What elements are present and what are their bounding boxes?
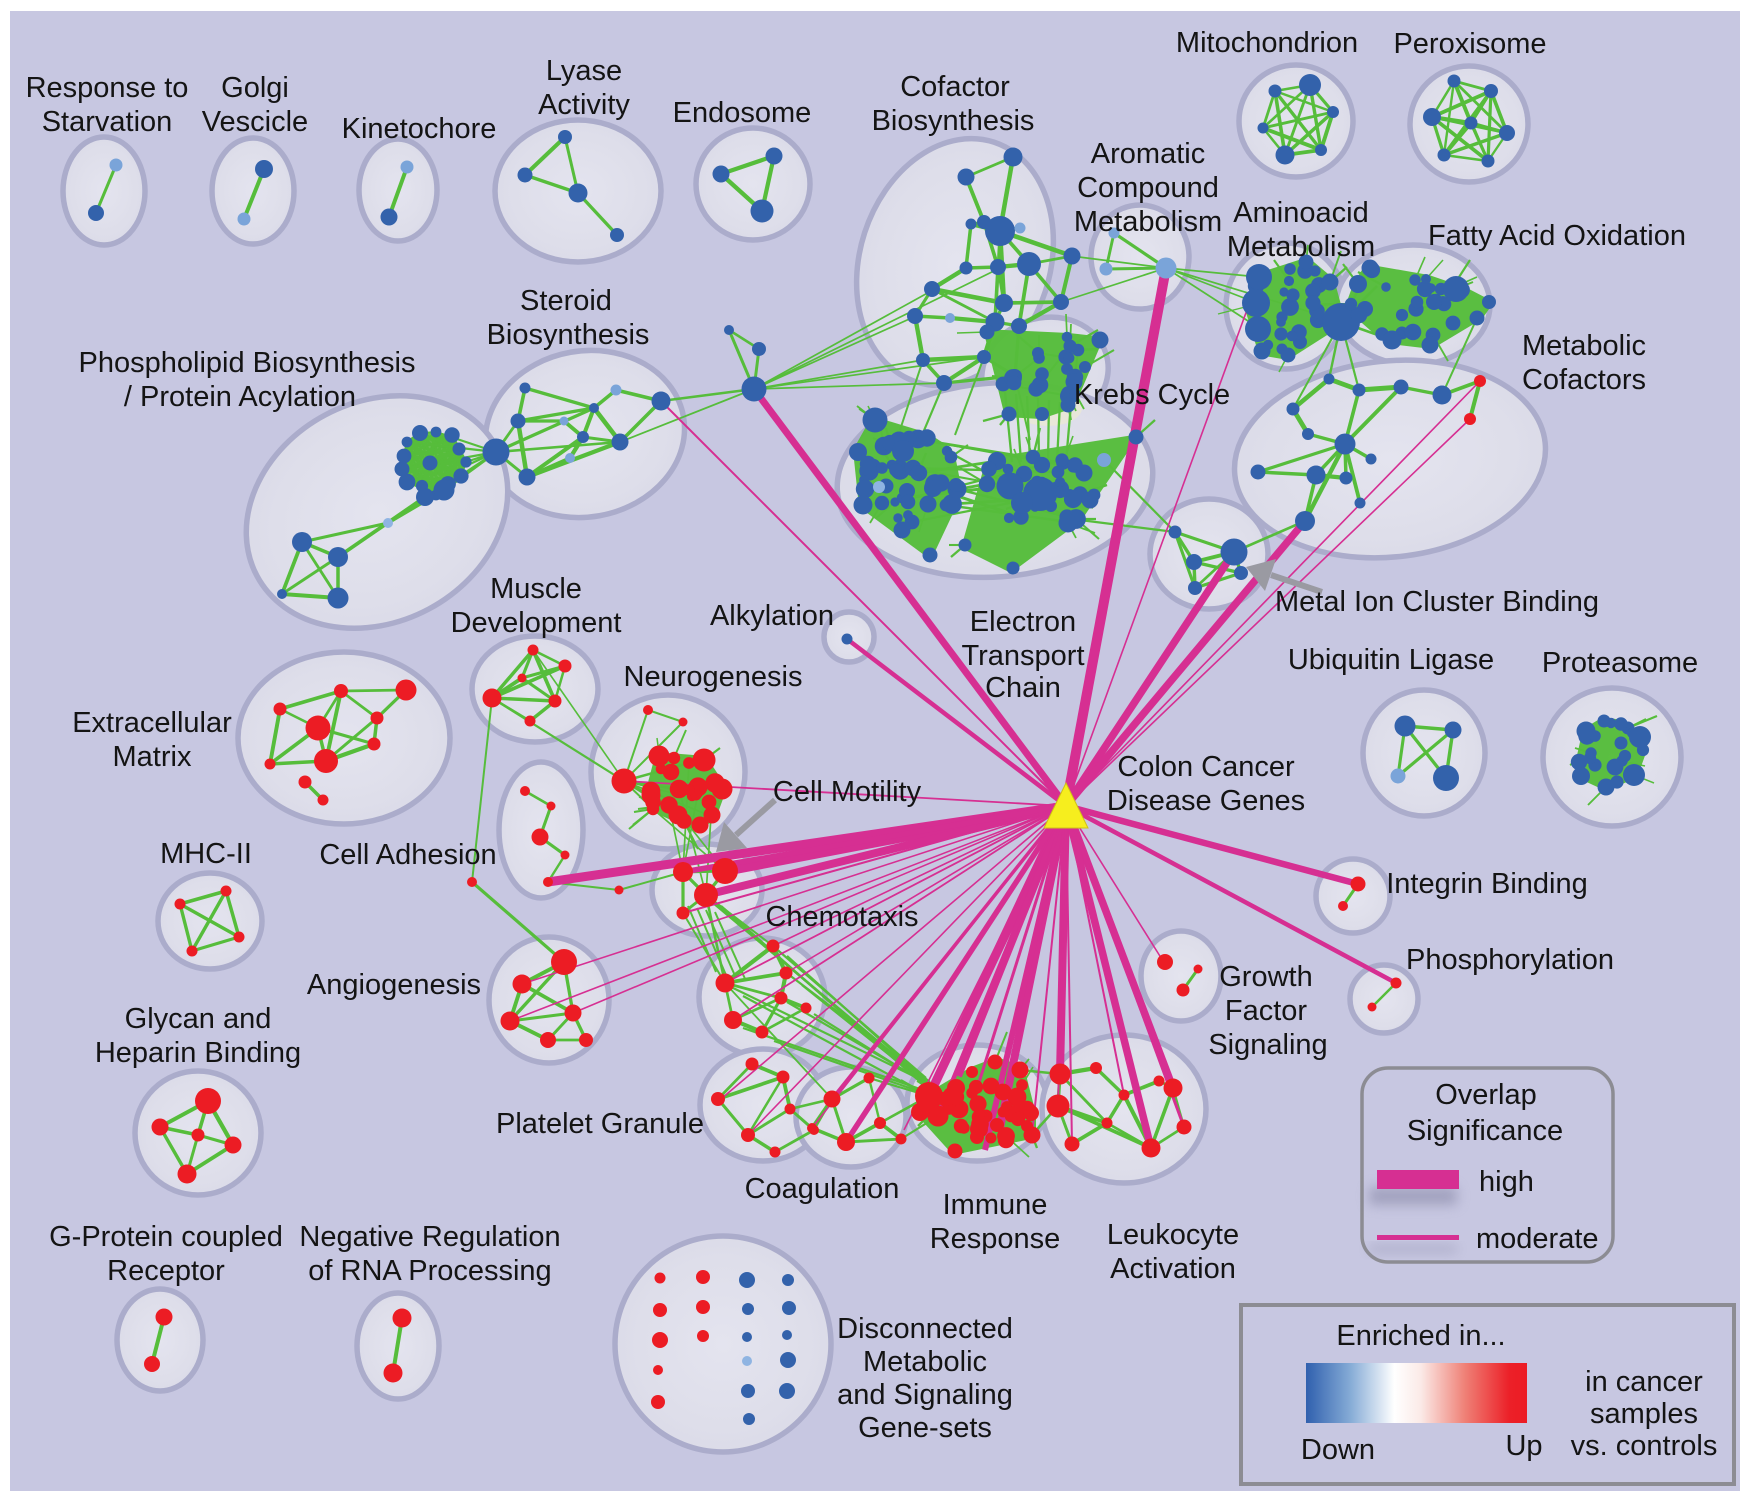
svg-text:Factor: Factor <box>1225 995 1308 1027</box>
svg-text:Metabolic: Metabolic <box>863 1346 987 1378</box>
svg-text:Ubiquitin Ligase: Ubiquitin Ligase <box>1288 644 1494 676</box>
svg-text:Gene-sets: Gene-sets <box>858 1412 992 1444</box>
svg-text:Response: Response <box>930 1223 1061 1255</box>
svg-text:Cofactor: Cofactor <box>900 71 1010 103</box>
svg-text:Proteasome: Proteasome <box>1542 647 1698 679</box>
svg-text:Cofactors: Cofactors <box>1522 364 1646 396</box>
svg-text:Cell Motility: Cell Motility <box>773 776 922 808</box>
svg-text:in cancer: in cancer <box>1585 1366 1703 1398</box>
svg-text:Disconnected: Disconnected <box>837 1313 1013 1345</box>
svg-text:Peroxisome: Peroxisome <box>1393 28 1546 60</box>
svg-text:high: high <box>1479 1166 1534 1198</box>
svg-text:Down: Down <box>1301 1434 1375 1466</box>
svg-text:Activity: Activity <box>538 89 630 121</box>
svg-text:Fatty Acid Oxidation: Fatty Acid Oxidation <box>1428 220 1686 252</box>
svg-text:Negative Regulation: Negative Regulation <box>299 1221 560 1253</box>
svg-text:Phosphorylation: Phosphorylation <box>1406 944 1614 976</box>
svg-text:Metabolism: Metabolism <box>1227 231 1375 263</box>
svg-text:Activation: Activation <box>1110 1253 1236 1285</box>
svg-text:and Signaling: and Signaling <box>837 1379 1013 1411</box>
svg-text:of RNA Processing: of RNA Processing <box>308 1255 551 1287</box>
svg-text:Compound: Compound <box>1077 172 1219 204</box>
svg-text:Steroid: Steroid <box>520 285 612 317</box>
svg-text:Neurogenesis: Neurogenesis <box>624 661 803 693</box>
svg-text:Mitochondrion: Mitochondrion <box>1176 27 1358 59</box>
svg-text:Starvation: Starvation <box>42 106 173 138</box>
svg-text:Biosynthesis: Biosynthesis <box>872 105 1035 137</box>
svg-text:Metabolism: Metabolism <box>1074 206 1222 238</box>
svg-text:Alkylation: Alkylation <box>710 600 834 632</box>
svg-text:Growth: Growth <box>1219 961 1312 993</box>
svg-text:Matrix: Matrix <box>113 741 192 773</box>
svg-text:Biosynthesis: Biosynthesis <box>487 319 650 351</box>
svg-text:Glycan and: Glycan and <box>125 1003 272 1035</box>
svg-text:Phospholipid Biosynthesis: Phospholipid Biosynthesis <box>79 347 416 379</box>
svg-text:/ Protein Acylation: / Protein Acylation <box>124 381 356 413</box>
svg-text:Vescicle: Vescicle <box>202 106 308 138</box>
svg-text:samples: samples <box>1590 1398 1698 1430</box>
svg-text:Aromatic: Aromatic <box>1091 138 1205 170</box>
svg-text:Aminoacid: Aminoacid <box>1233 197 1368 229</box>
svg-text:Krebs Cycle: Krebs Cycle <box>1074 379 1230 411</box>
svg-text:Coagulation: Coagulation <box>745 1173 900 1205</box>
svg-text:Heparin Binding: Heparin Binding <box>95 1037 301 1069</box>
svg-text:Kinetochore: Kinetochore <box>342 113 497 145</box>
svg-text:Leukocyte: Leukocyte <box>1107 1219 1239 1251</box>
svg-text:Colon Cancer: Colon Cancer <box>1117 751 1295 783</box>
svg-text:Electron: Electron <box>970 606 1076 638</box>
svg-text:Development: Development <box>451 607 622 639</box>
svg-text:Extracellular: Extracellular <box>72 707 232 739</box>
svg-text:Response to: Response to <box>26 72 189 104</box>
svg-text:Overlap: Overlap <box>1435 1079 1537 1111</box>
svg-text:Metabolic: Metabolic <box>1522 330 1646 362</box>
svg-text:Metal Ion Cluster Binding: Metal Ion Cluster Binding <box>1275 586 1599 618</box>
svg-text:Endosome: Endosome <box>673 97 812 129</box>
svg-text:Significance: Significance <box>1407 1115 1563 1147</box>
svg-text:Golgi: Golgi <box>221 72 289 104</box>
svg-text:MHC-II: MHC-II <box>160 838 252 870</box>
svg-text:G-Protein coupled: G-Protein coupled <box>49 1221 283 1253</box>
svg-text:Chemotaxis: Chemotaxis <box>765 901 918 933</box>
svg-text:Receptor: Receptor <box>107 1255 225 1287</box>
svg-text:Angiogenesis: Angiogenesis <box>307 969 481 1001</box>
svg-text:Signaling: Signaling <box>1208 1029 1327 1061</box>
svg-text:Transport: Transport <box>961 640 1084 672</box>
svg-text:Cell Adhesion: Cell Adhesion <box>319 839 496 871</box>
svg-text:Muscle: Muscle <box>490 573 582 605</box>
svg-text:Platelet Granule: Platelet Granule <box>496 1108 704 1140</box>
svg-text:moderate: moderate <box>1476 1223 1599 1255</box>
svg-text:Immune: Immune <box>943 1189 1048 1221</box>
svg-text:vs. controls: vs. controls <box>1571 1430 1718 1462</box>
svg-text:Chain: Chain <box>985 672 1061 704</box>
svg-text:Disease Genes: Disease Genes <box>1107 785 1305 817</box>
svg-text:Integrin Binding: Integrin Binding <box>1386 868 1588 900</box>
svg-text:Up: Up <box>1505 1430 1542 1462</box>
svg-text:Lyase: Lyase <box>546 55 622 87</box>
svg-text:Enriched in...: Enriched in... <box>1336 1320 1505 1352</box>
